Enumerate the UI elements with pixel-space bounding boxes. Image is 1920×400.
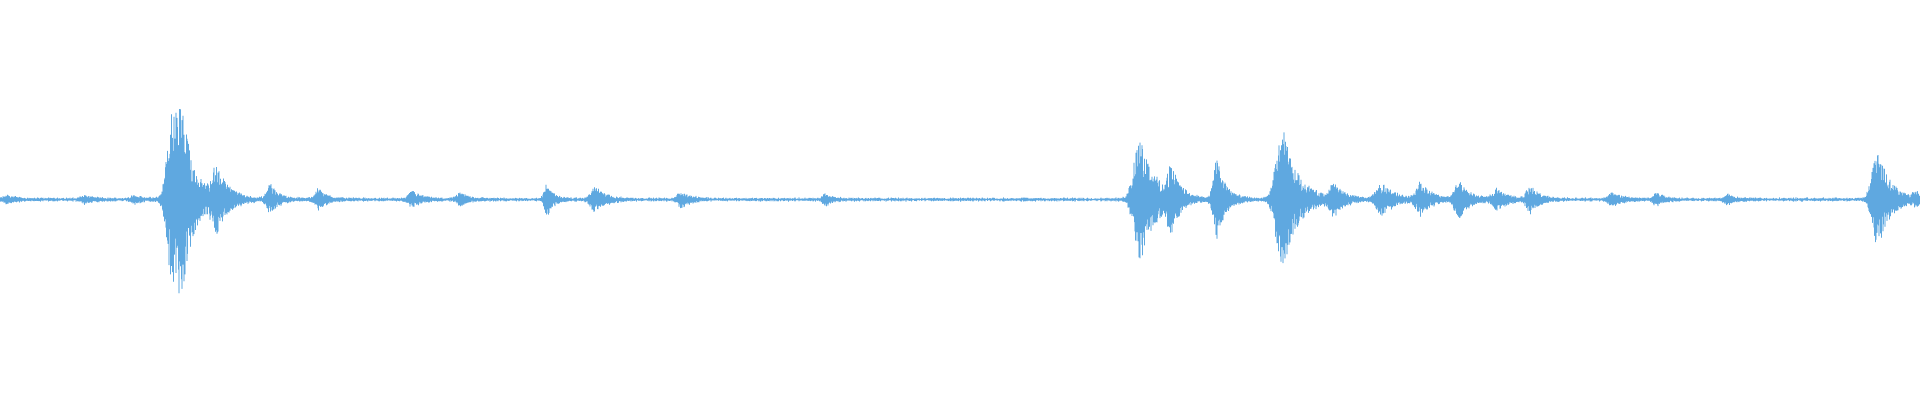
waveform-trace <box>0 109 1920 294</box>
